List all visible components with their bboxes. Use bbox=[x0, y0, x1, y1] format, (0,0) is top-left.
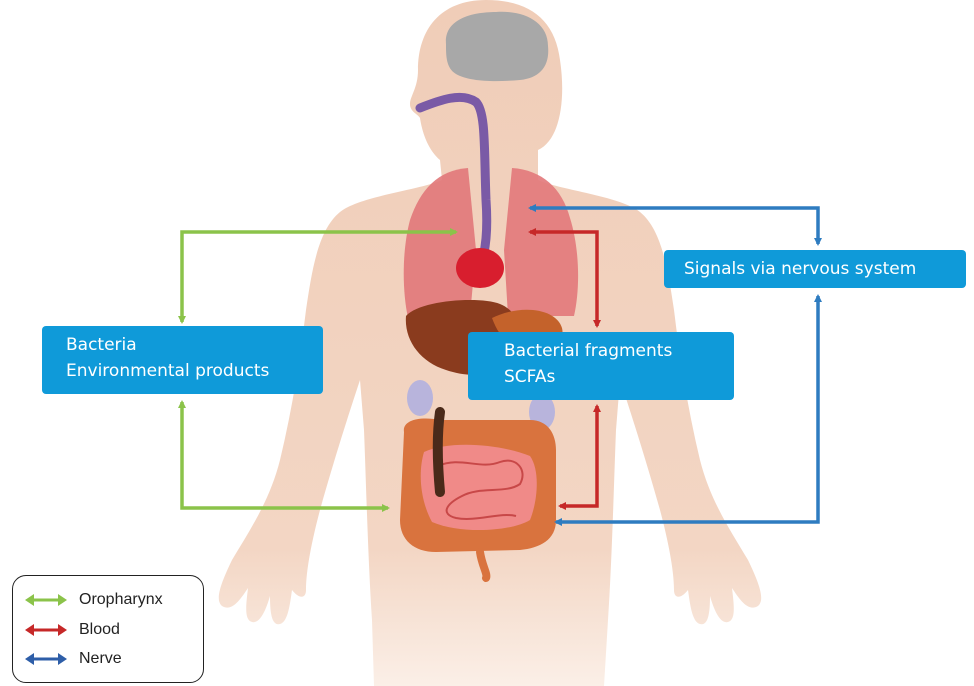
bacteria-box: Bacteria Environmental products bbox=[42, 326, 323, 394]
left-kidney bbox=[407, 380, 433, 416]
legend-label-oropharynx: Oropharynx bbox=[79, 591, 163, 609]
brain bbox=[446, 12, 548, 81]
legend-label-blood: Blood bbox=[79, 621, 120, 639]
legend-item-nerve: Nerve bbox=[25, 647, 122, 671]
heart bbox=[456, 248, 504, 288]
nervous-signals-box: Signals via nervous system bbox=[664, 250, 966, 288]
legend: Oropharynx Blood Nerve bbox=[12, 575, 204, 683]
bacterial-fragments-label: Bacterial fragments bbox=[504, 338, 734, 364]
blue-double-arrow-icon bbox=[25, 652, 67, 666]
legend-item-oropharynx: Oropharynx bbox=[25, 588, 163, 612]
environmental-products-label: Environmental products bbox=[66, 358, 323, 384]
scfas-label: SCFAs bbox=[504, 364, 734, 390]
nervous-signals-label: Signals via nervous system bbox=[684, 256, 966, 282]
bacteria-label: Bacteria bbox=[66, 332, 323, 358]
red-double-arrow-icon bbox=[25, 623, 67, 637]
green-double-arrow-icon bbox=[25, 593, 67, 607]
legend-item-blood: Blood bbox=[25, 618, 120, 642]
bacterial-fragments-box: Bacterial fragments SCFAs bbox=[468, 332, 734, 400]
legend-label-nerve: Nerve bbox=[79, 650, 122, 668]
